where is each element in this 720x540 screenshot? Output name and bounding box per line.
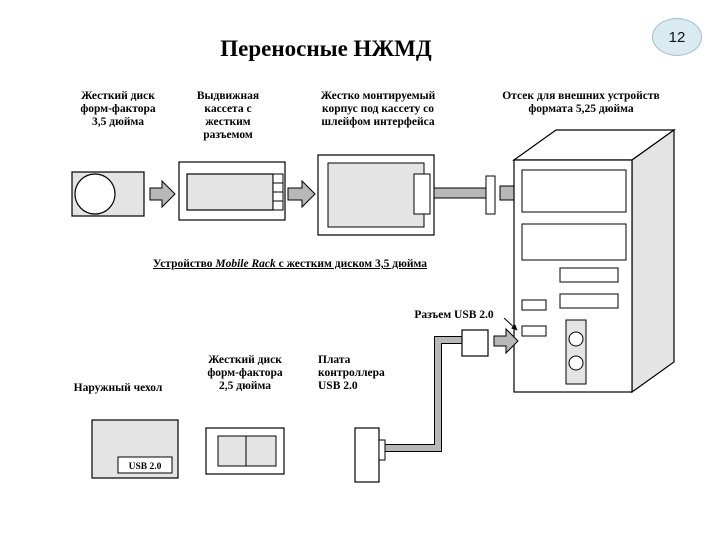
mounted-case xyxy=(317,154,435,236)
usb-cable xyxy=(384,329,489,452)
removable-cassette xyxy=(178,161,286,221)
label-hdd-35: Жесткий диск форм-фактора 3,5 дюйма xyxy=(80,90,156,128)
external-enclosure: USB 2.0 xyxy=(91,419,179,479)
caption-mobile-rack-prefix: Устройство xyxy=(153,258,216,270)
interface-cable xyxy=(433,175,496,215)
computer-tower xyxy=(512,128,676,394)
enclosure-usb-label: USB 2.0 xyxy=(129,462,162,472)
label-cassette: Выдвижная кассета с жестким разъемом xyxy=(196,90,260,141)
usb-port-pointer xyxy=(503,317,518,331)
label-hdd-25: Жесткий диск форм-фактора 2,5 дюйма xyxy=(207,354,283,392)
label-mount-case: Жестко монтируемый корпус под кассету со… xyxy=(320,90,436,128)
slide-title: Переносные НЖМД xyxy=(220,36,432,61)
hdd-25-drive xyxy=(205,427,285,475)
arrow-cassette-to-case xyxy=(287,179,316,209)
hdd-35-drive xyxy=(71,171,145,217)
label-enclosure: Наружный чехол xyxy=(73,382,163,394)
caption-mobile-rack: Устройство Mobile Rack с жестким диском … xyxy=(110,258,470,271)
arrow-usb-to-port xyxy=(493,327,519,355)
caption-mobile-rack-suffix: с жестким диском 3,5 дюйма xyxy=(275,258,427,270)
usb-controller-board xyxy=(354,427,386,483)
label-bay: Отсек для внешних устройств формата 5,25… xyxy=(502,90,660,115)
arrow-hdd-to-cassette xyxy=(149,179,176,209)
page-number-badge: 12 xyxy=(652,18,702,56)
label-usb-port: Разъем USB 2.0 xyxy=(414,309,494,321)
label-controller: Плата контроллера USB 2.0 xyxy=(318,354,385,392)
caption-mobile-rack-em: Mobile Rack xyxy=(215,258,276,270)
